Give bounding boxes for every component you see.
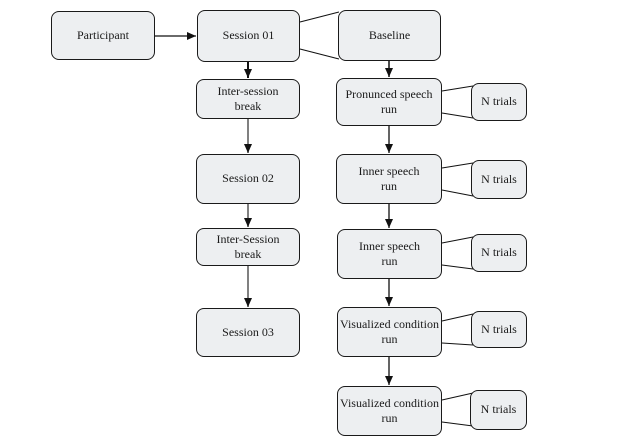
node-n-trials-3: N trials: [471, 234, 527, 272]
node-n-trials-5-label: N trials: [480, 402, 517, 417]
node-visualized-condition-run-2-label: Visualized condition run: [340, 395, 439, 425]
node-baseline: Baseline: [338, 10, 441, 61]
node-pronunced-speech-run-label: Pronunced speech run: [345, 86, 433, 116]
node-inner-speech-run-1: Inner speech run: [336, 154, 442, 204]
node-baseline-label: Baseline: [368, 27, 411, 42]
node-inner-speech-run-1-label: Inner speech run: [358, 163, 420, 193]
node-visualized-condition-run-2: Visualized condition run: [337, 386, 442, 436]
fan-visualized1-ntrials-top: [441, 313, 474, 322]
node-session-02: Session 02: [196, 154, 300, 204]
node-n-trials-2: N trials: [471, 160, 527, 199]
node-inter-session-break-1-label: Inter-session break: [217, 83, 279, 113]
node-n-trials-5: N trials: [470, 390, 527, 430]
fan-session01-baseline-top: [299, 11, 340, 23]
node-n-trials-2-label: N trials: [481, 171, 517, 186]
node-inter-session-break-2-label: Inter-Session break: [216, 231, 280, 261]
fan-visualized2-ntrials-bottom: [441, 421, 474, 427]
node-session-03-label: Session 03: [222, 324, 274, 339]
fan-pronunced-ntrials-top: [441, 85, 474, 92]
node-n-trials-4-label: N trials: [481, 321, 517, 336]
node-session-01-label: Session 01: [222, 28, 275, 43]
fan-inner2-ntrials-bottom: [441, 264, 474, 270]
node-inner-speech-run-2: Inner speech run: [337, 229, 442, 279]
node-n-trials-1: N trials: [471, 83, 527, 121]
fan-pronunced-ntrials-bottom: [441, 112, 474, 119]
fan-inner1-ntrials-bottom: [441, 189, 474, 197]
node-session-02-label: Session 02: [222, 171, 274, 186]
node-visualized-condition-run-1-label: Visualized condition run: [340, 316, 439, 346]
node-session-01: Session 01: [197, 10, 300, 62]
node-pronunced-speech-run: Pronunced speech run: [336, 78, 442, 126]
fan-visualized2-ntrials-top: [441, 392, 474, 401]
node-n-trials-1-label: N trials: [481, 94, 517, 109]
node-participant-label: Participant: [77, 27, 129, 42]
fan-session01-baseline-bottom: [299, 48, 340, 60]
fan-inner1-ntrials-top: [441, 162, 474, 169]
node-inter-session-break-2: Inter-Session break: [196, 228, 300, 266]
node-inner-speech-run-2-label: Inner speech run: [359, 238, 420, 268]
node-visualized-condition-run-1: Visualized condition run: [337, 307, 442, 357]
fan-visualized1-ntrials-bottom: [441, 342, 474, 346]
node-n-trials-3-label: N trials: [481, 245, 517, 260]
node-inter-session-break-1: Inter-session break: [196, 79, 300, 119]
fan-inner2-ntrials-top: [441, 236, 474, 244]
node-session-03: Session 03: [196, 308, 300, 357]
node-participant: Participant: [51, 11, 155, 60]
node-n-trials-4: N trials: [471, 311, 527, 348]
